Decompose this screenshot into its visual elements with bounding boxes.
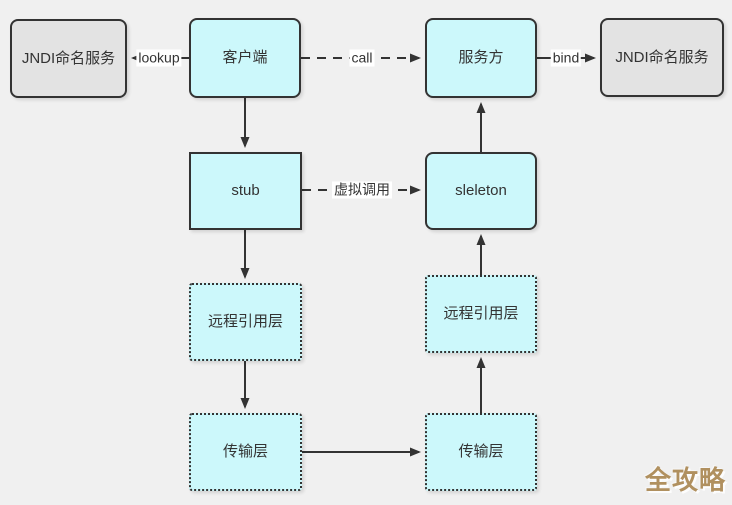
node-jndi-naming-service-right: JNDI命名服务: [600, 18, 724, 97]
edge-label-call: call: [349, 49, 375, 67]
node-jndi-left-label: JNDI命名服务: [21, 49, 116, 67]
node-remote-reference-layer-left: 远程引用层: [189, 283, 302, 361]
node-transport-left-label: 传输层: [222, 443, 268, 460]
node-client-label: 客户端: [222, 49, 268, 66]
node-jndi-right-label: JNDI命名服务: [615, 48, 709, 66]
edge-label-lookup: lookup: [136, 49, 182, 67]
node-jndi-naming-service-left: JNDI命名服务: [10, 19, 127, 98]
edge-label-virtual-call: 虚拟调用: [332, 181, 392, 199]
node-server-label: 服务方: [458, 49, 504, 66]
node-remote-reference-layer-right: 远程引用层: [425, 275, 537, 353]
node-server: 服务方: [425, 18, 537, 98]
node-remote-ref-left-label: 远程引用层: [207, 313, 283, 330]
node-skeleton-label: sleleton: [455, 182, 507, 199]
edge-label-bind: bind: [550, 49, 582, 67]
node-transport-layer-right: 传输层: [425, 413, 537, 491]
node-transport-layer-left: 传输层: [189, 413, 302, 491]
node-remote-ref-right-label: 远程引用层: [443, 305, 519, 322]
node-transport-right-label: 传输层: [458, 443, 504, 460]
node-stub-label: stub: [231, 182, 260, 199]
node-client: 客户端: [189, 18, 301, 98]
node-stub: stub: [189, 152, 302, 230]
watermark: 全攻略: [644, 465, 726, 495]
node-skeleton: sleleton: [425, 152, 537, 230]
